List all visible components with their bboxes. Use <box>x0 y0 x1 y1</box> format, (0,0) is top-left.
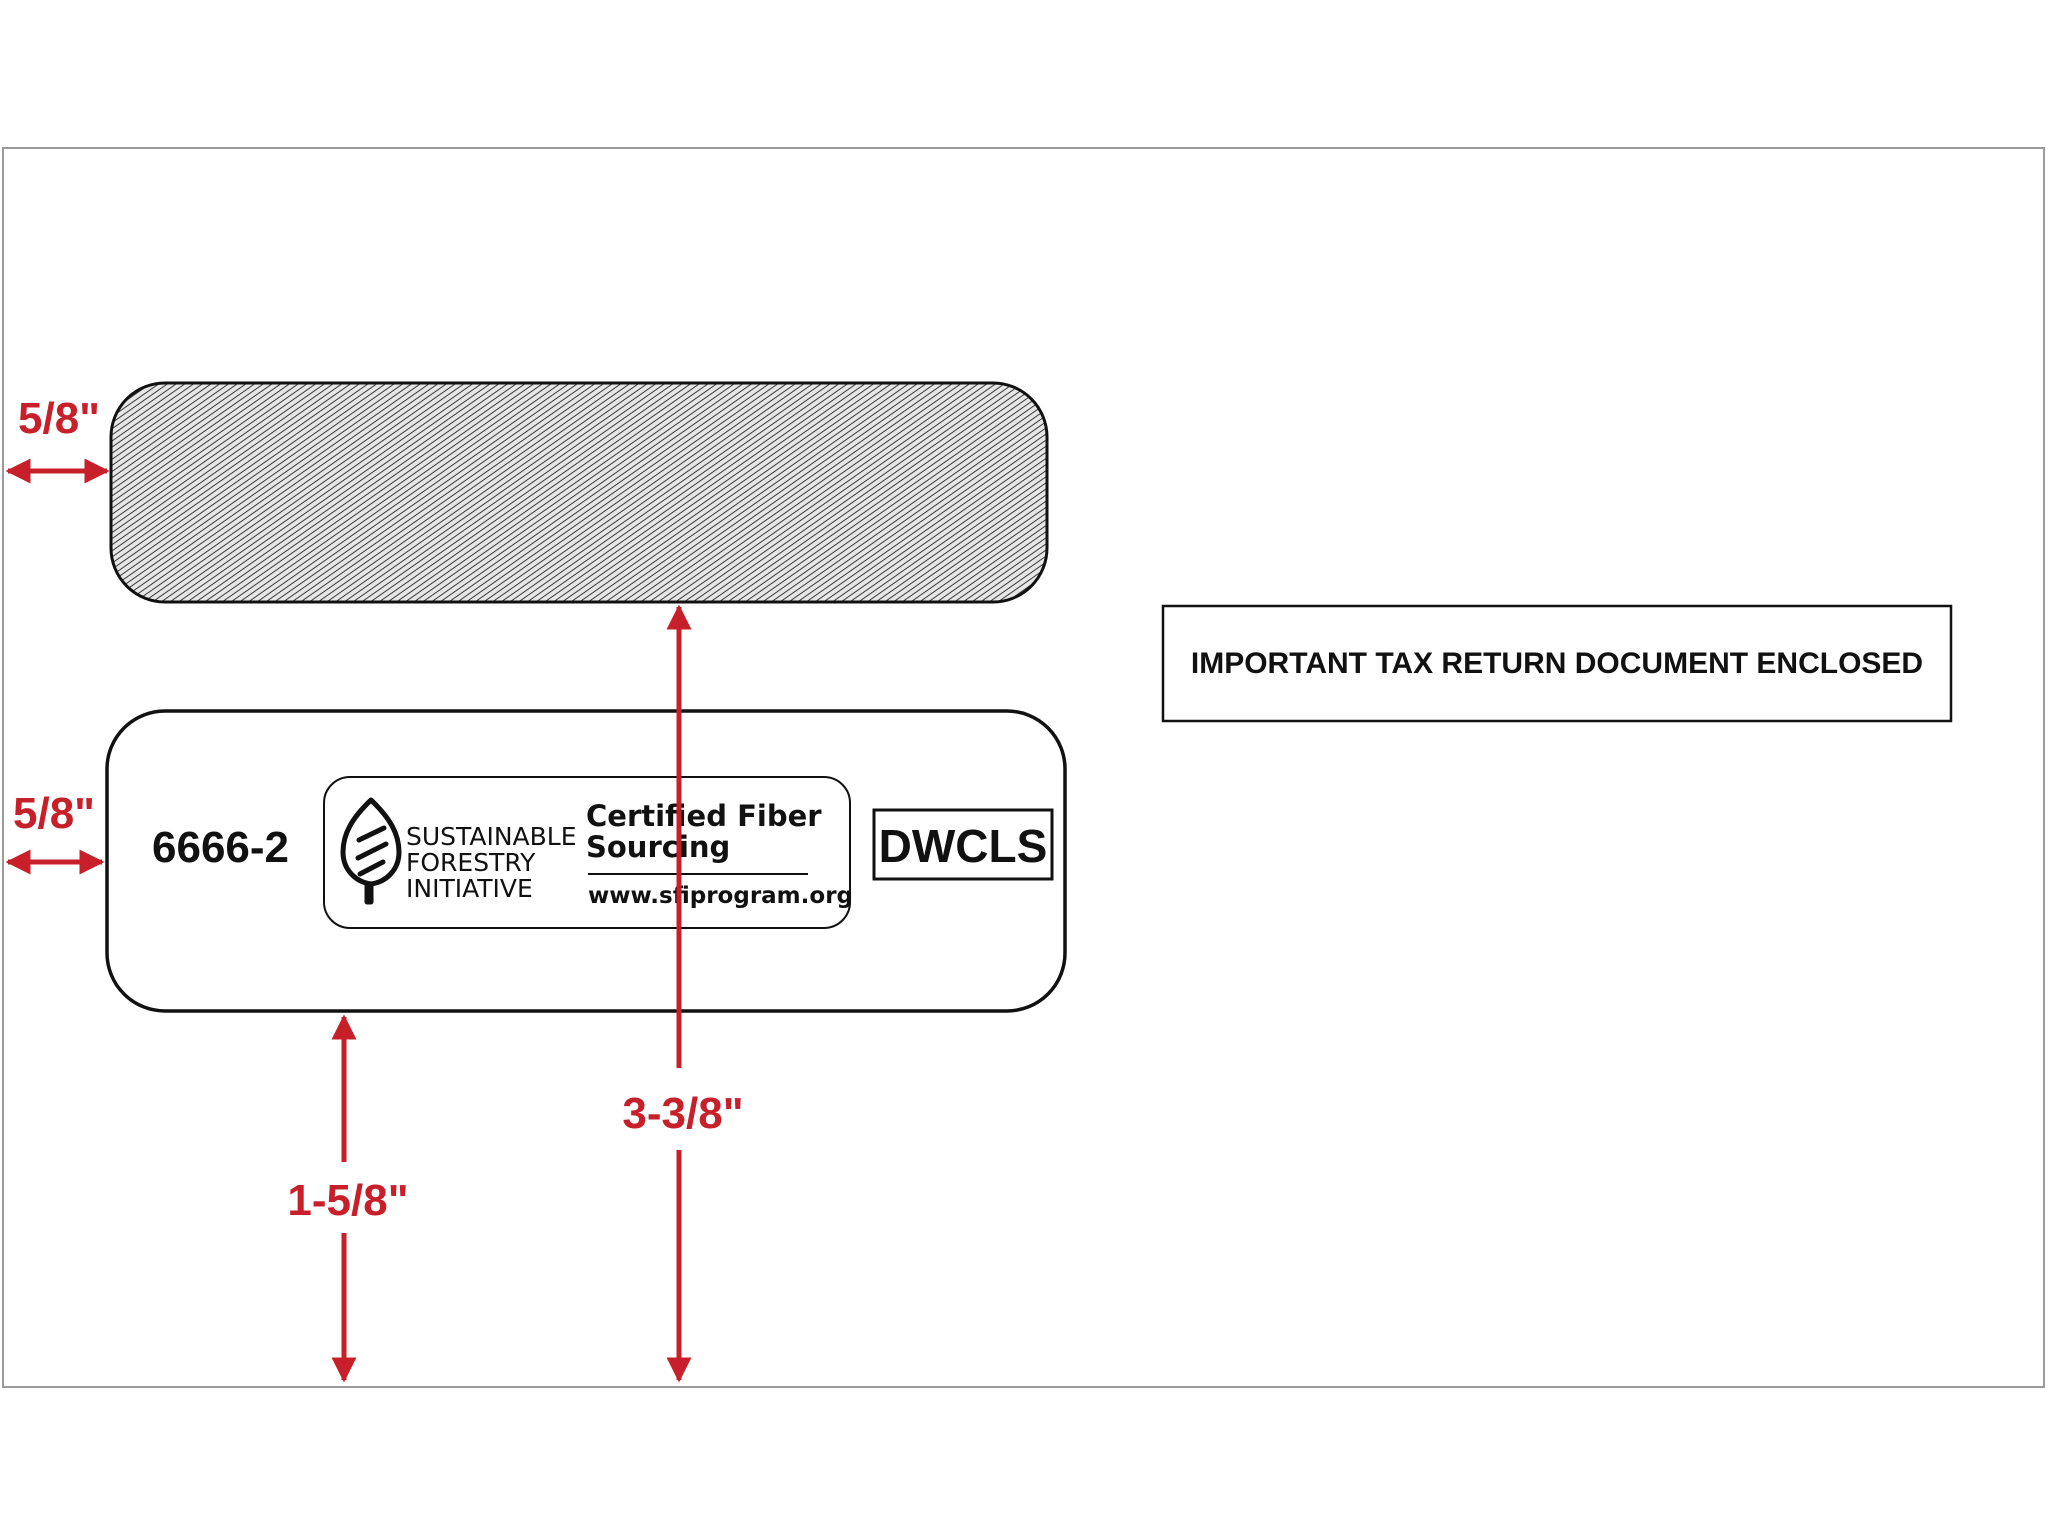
top-window-height-label: 3-3/8" <box>622 1089 743 1138</box>
sfi-brand-line-2: FORESTRY <box>406 848 536 877</box>
sfi-website: www.sfiprogram.org <box>588 883 853 909</box>
sfi-certification-logo: SUSTAINABLE FORESTRY INITIATIVE Certifie… <box>323 776 853 929</box>
form-number: 6666-2 <box>152 823 289 872</box>
top-address-window <box>109 381 1049 604</box>
bottom-window-margin-label: 5/8" <box>13 789 95 838</box>
sfi-logo-border <box>323 776 851 929</box>
product-code-box <box>872 808 1054 881</box>
sfi-heading-line-1: Certified Fiber <box>586 799 822 833</box>
sfi-brand-line-3: INITIATIVE <box>406 874 533 903</box>
sfi-brand-line-1: SUSTAINABLE <box>406 822 577 851</box>
tree-icon <box>340 797 402 905</box>
product-code: DWCLS <box>879 820 1048 872</box>
notice-text: IMPORTANT TAX RETURN DOCUMENT ENCLOSED <box>1191 647 1923 680</box>
top-window-margin-label: 5/8" <box>18 394 100 443</box>
bottom-window-height-label: 1-5/8" <box>287 1176 408 1225</box>
sfi-heading-line-2: Sourcing <box>586 830 730 864</box>
notice-box <box>1161 604 1953 723</box>
